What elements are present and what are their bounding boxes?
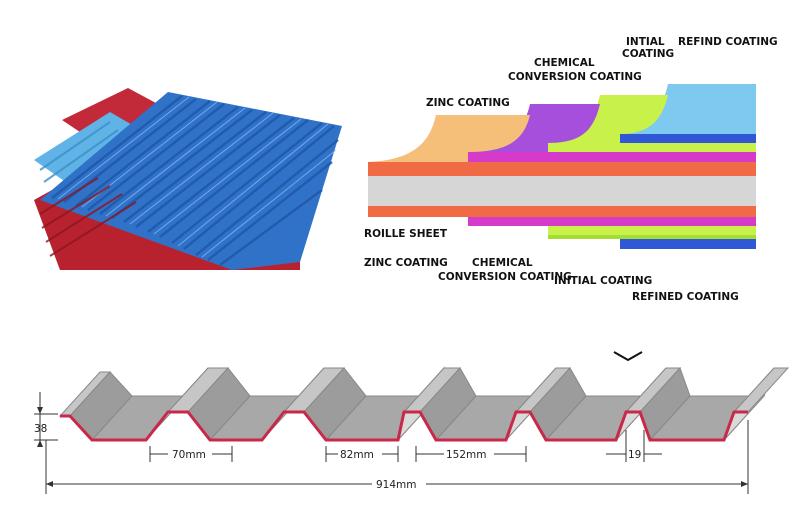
zinc-coating-label: ZINC COATING xyxy=(426,97,510,109)
initial-coating-top-band xyxy=(548,143,756,152)
blue-sheet-highlights xyxy=(57,96,337,258)
refined-coating-bottom-label: REFINED COATING xyxy=(632,291,739,303)
base-sheet-label: ROILLE SHEET xyxy=(364,228,448,240)
chemical-coating-bottom-label-line1: CHEMICAL xyxy=(472,257,533,269)
total-width-label: 914mm xyxy=(376,479,417,491)
light-blue-corrugations xyxy=(39,121,119,183)
chemical-coating-label-line2: CONVERSION COATING xyxy=(508,71,642,83)
red-sheet-corrugations xyxy=(39,177,137,257)
refined-coating-label: REFIND COATING xyxy=(678,36,778,48)
chemical-coating-bottom-layer xyxy=(548,226,756,235)
blue-sheet-main xyxy=(40,92,342,270)
initial-coating-bottom-layer xyxy=(548,235,756,239)
refined-coating-top-band xyxy=(620,134,756,143)
height-dimension-label: 38 xyxy=(34,423,47,435)
trapezoidal-profile xyxy=(58,366,790,442)
chemical-coating-bottom-label-line2: CONVERSION COATING xyxy=(438,271,572,283)
rib-gap-label: 19 xyxy=(628,449,641,461)
chevron-down-icon xyxy=(613,351,643,362)
blue-sheet-corrugations xyxy=(51,95,339,266)
initial-coating-label-line2: COATING xyxy=(622,48,674,60)
profile-facet xyxy=(732,367,790,413)
pitch-label: 152mm xyxy=(446,449,487,461)
top-width-dimension xyxy=(325,446,399,462)
chemical-coating-top-band xyxy=(468,152,756,162)
initial-coating-bottom-label: INITIAL COATING xyxy=(554,275,652,287)
bottom-width-dimension xyxy=(149,446,233,462)
total-width-dimension xyxy=(45,420,749,494)
rust-band-bottom xyxy=(368,206,756,217)
refined-coating-bottom-layer xyxy=(620,239,756,249)
pitch-dimension xyxy=(415,446,527,462)
base-sheet-layer xyxy=(368,176,756,206)
zinc-coating-bottom-label: ZINC COATING xyxy=(364,257,448,269)
bottom-width-label: 70mm xyxy=(172,449,206,461)
initial-coating-label-line1: INTIAL xyxy=(626,36,665,48)
profile-edge xyxy=(60,410,748,442)
coating-layers-diagram xyxy=(368,84,756,249)
zinc-coating-top-layer xyxy=(368,115,530,162)
zinc-coating-bottom-layer xyxy=(468,217,756,226)
chemical-coating-top-layer xyxy=(468,104,600,152)
chemical-coating-label-line1: CHEMICAL xyxy=(534,57,595,69)
initial-coating-top-layer xyxy=(548,95,668,143)
top-width-label: 82mm xyxy=(340,449,374,461)
rib-gap-dimension xyxy=(606,430,662,462)
height-dimension xyxy=(34,392,58,447)
rust-band-top xyxy=(368,162,756,176)
roofing-sheets-photo xyxy=(34,88,342,270)
